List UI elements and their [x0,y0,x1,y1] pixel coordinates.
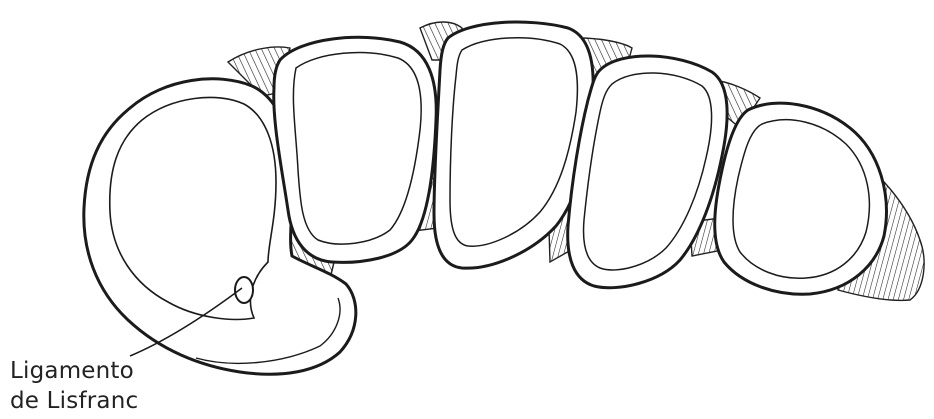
ligament-label-line2: de Lisfranc [10,388,138,414]
lisfranc-ligament-cut-end [235,277,253,303]
ligament-label-line1: Ligamento [10,358,134,384]
metatarsal-base-2 [274,37,437,262]
metatarsal-base-5 [715,103,887,294]
